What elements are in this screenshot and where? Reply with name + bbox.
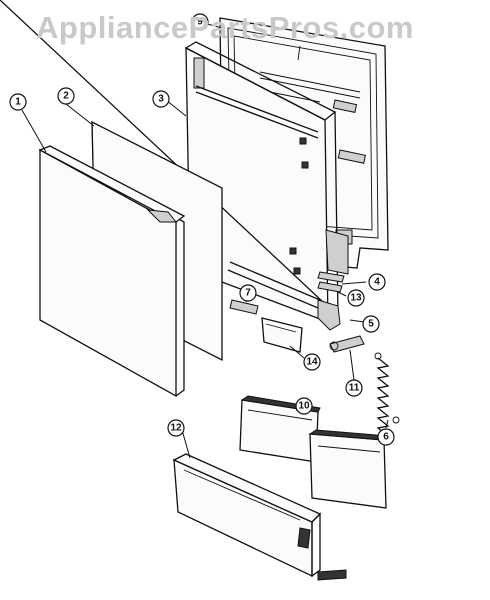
callout-11: 11 [345, 379, 363, 397]
svg-text:5: 5 [368, 319, 374, 330]
door-spring [374, 352, 400, 437]
watermark-text: AppliancePartsPros.com [36, 10, 414, 45]
svg-text:13: 13 [350, 293, 362, 304]
svg-text:9: 9 [197, 17, 203, 28]
svg-text:6: 6 [383, 432, 389, 443]
callout-12: 12 [167, 419, 185, 437]
control-panel [172, 453, 347, 581]
svg-text:14: 14 [306, 357, 318, 368]
callout-10: 10 [295, 397, 313, 415]
door-gasket [239, 395, 390, 509]
svg-text:3: 3 [158, 94, 164, 105]
svg-text:2: 2 [63, 91, 69, 102]
callout-4: 4 [368, 273, 386, 291]
callout-14: 14 [303, 353, 321, 371]
callout-7: 7 [239, 284, 257, 302]
callout-6: 6 [377, 428, 395, 446]
callout-1: 1 [9, 93, 27, 111]
svg-text:1: 1 [15, 97, 21, 108]
callout-9: 9 [191, 13, 209, 31]
callout-3: 3 [152, 90, 170, 108]
svg-text:11: 11 [349, 383, 360, 394]
callout-13: 13 [347, 289, 365, 307]
svg-text:10: 10 [298, 401, 310, 412]
callout-2: 2 [57, 87, 75, 105]
svg-text:4: 4 [374, 277, 380, 288]
svg-text:7: 7 [245, 288, 251, 299]
outer-door-panel [38, 145, 186, 397]
hinge-small-parts [229, 271, 365, 353]
svg-text:12: 12 [170, 423, 182, 434]
callout-5: 5 [362, 315, 380, 333]
